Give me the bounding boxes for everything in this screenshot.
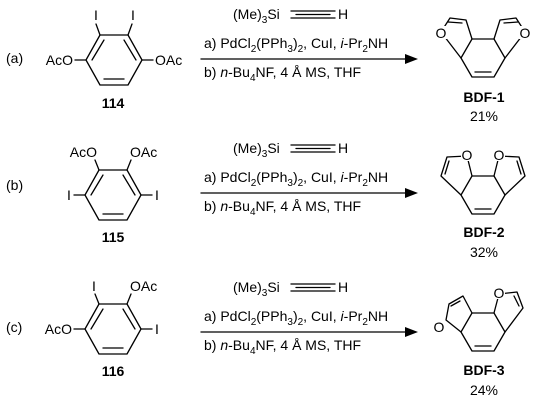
condition-step-a: a) PdCl2(PPh3)2, CuI, i-Pr2NH xyxy=(204,35,388,55)
iodo-label: I xyxy=(155,187,159,203)
reaction-label: (c) xyxy=(6,319,22,335)
reaction-arrow xyxy=(200,54,418,64)
hydrogen-label: H xyxy=(338,279,348,295)
condition-step-b: b) n-Bu4NF, 4 Å MS, THF xyxy=(204,337,361,357)
tms-acetylene-reagent: (Me)3Si xyxy=(233,279,280,299)
benzene-ring xyxy=(460,38,506,78)
compound-number: 115 xyxy=(102,229,125,245)
iodo-label: I xyxy=(131,7,135,23)
acetoxy-label: AcO xyxy=(46,52,73,68)
acetoxy-label: OAc xyxy=(155,52,182,68)
iodo-label: I xyxy=(155,321,159,337)
furan-ring xyxy=(445,295,473,333)
acetoxy-label: AcO xyxy=(45,321,72,337)
furan-ring xyxy=(493,17,526,59)
furan-ring xyxy=(493,291,524,333)
furan-ring xyxy=(440,155,473,196)
reaction-label: (a) xyxy=(6,50,23,66)
benzene-ring xyxy=(460,312,506,352)
triple-bond xyxy=(290,283,336,292)
product-yield: 21% xyxy=(470,108,498,124)
condition-step-a: a) PdCl2(PPh3)2, CuI, i-Pr2NH xyxy=(204,308,388,328)
benzene-ring xyxy=(85,34,143,86)
benzene-ring xyxy=(84,169,142,221)
product-name: BDF-2 xyxy=(463,224,504,240)
product-yield: 32% xyxy=(470,244,498,260)
triple-bond xyxy=(290,144,336,153)
iodo-label: I xyxy=(94,7,98,23)
product-name: BDF-1 xyxy=(463,89,504,105)
reaction-label: (b) xyxy=(6,177,23,193)
substrate-115-structure xyxy=(73,159,153,221)
compound-number: 114 xyxy=(102,95,125,111)
oxygen-label: O xyxy=(462,147,473,163)
substrate-116-structure xyxy=(73,293,153,355)
bdf-3-structure: O O xyxy=(433,285,524,352)
iodo-label: I xyxy=(92,278,96,294)
substrate-114-structure xyxy=(74,23,154,86)
oxygen-label: O xyxy=(434,319,445,335)
hydrogen-label: H xyxy=(338,6,348,22)
bdf-1-structure: O O xyxy=(435,17,531,78)
triple-bond xyxy=(290,10,336,19)
reaction-a: (a) I I AcO OAc 114 (Me)3Si H a) PdCl2(P… xyxy=(6,6,531,124)
hydrogen-label: H xyxy=(338,140,348,156)
product-yield: 24% xyxy=(470,382,498,398)
reaction-arrow xyxy=(200,188,418,198)
benzene-ring xyxy=(84,303,142,355)
acetoxy-label: OAc xyxy=(130,278,157,294)
acetoxy-label: AcO xyxy=(70,144,97,160)
tms-acetylene-reagent: (Me)3Si xyxy=(233,140,280,160)
bdf-2-structure: O O xyxy=(440,147,526,215)
compound-number: 116 xyxy=(102,363,125,379)
condition-step-b: b) n-Bu4NF, 4 Å MS, THF xyxy=(204,64,361,84)
oxygen-label: O xyxy=(520,25,531,41)
furan-ring xyxy=(493,155,526,196)
condition-step-b: b) n-Bu4NF, 4 Å MS, THF xyxy=(204,198,361,218)
oxygen-label: O xyxy=(494,285,505,301)
tms-acetylene-reagent: (Me)3Si xyxy=(233,6,280,26)
reaction-c: (c) I OAc AcO I 116 (Me)3Si H a) PdCl2(P… xyxy=(6,278,524,398)
condition-step-a: a) PdCl2(PPh3)2, CuI, i-Pr2NH xyxy=(204,169,388,189)
iodo-label: I xyxy=(67,187,71,203)
product-name: BDF-3 xyxy=(463,362,504,378)
furan-ring xyxy=(440,17,473,59)
reaction-b: (b) AcO OAc I I 115 (Me)3Si H a) PdCl2(P… xyxy=(6,140,526,260)
oxygen-label: O xyxy=(436,25,447,41)
benzene-ring xyxy=(460,175,506,215)
reaction-arrow xyxy=(200,327,418,337)
oxygen-label: O xyxy=(494,147,505,163)
acetoxy-label: OAc xyxy=(130,144,157,160)
